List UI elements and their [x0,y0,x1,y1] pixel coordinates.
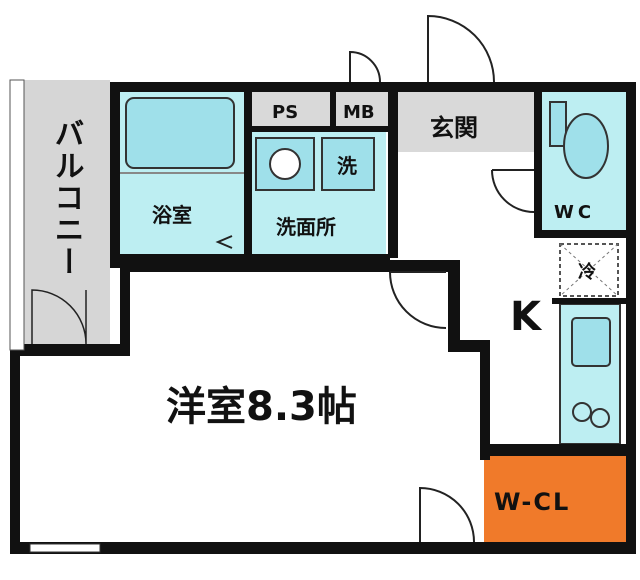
walk-in-closet-label: W-CL [494,488,570,516]
bathtub [125,97,235,169]
balcony-area [10,80,110,350]
fridge-diagonal-2 [559,243,619,297]
mb-area [336,92,388,126]
window [29,543,101,553]
toilet-tank [549,101,567,147]
bath-label: 浴室 [152,203,192,227]
bath-floor-line [120,172,244,174]
basin-bowl [269,148,301,180]
kitchen-label: K [510,294,543,340]
western-room-label: 洋室8.3帖 [166,384,357,430]
entrance-label: 玄関 [430,114,478,142]
wc-label: WC [554,202,595,223]
walk-in-closet-area [484,454,626,544]
stove-burner-1 [572,402,592,422]
ps-area [252,92,330,126]
balcony-label: バルコニー [49,118,84,278]
doors [31,14,535,543]
kitchen-sink [571,317,611,367]
fridge-label: 冷 [578,261,596,283]
walls [10,82,636,554]
toilet-bowl [563,113,609,179]
washer-box [321,137,375,191]
balcony-rail [9,79,25,351]
mb-label: MB [343,102,375,123]
ps-label: PS [272,102,298,123]
stove-burner-2 [590,408,610,428]
entrance-area [398,92,534,152]
washer-label: 洗 [337,154,357,178]
washroom-label: 洗面所 [276,215,336,239]
